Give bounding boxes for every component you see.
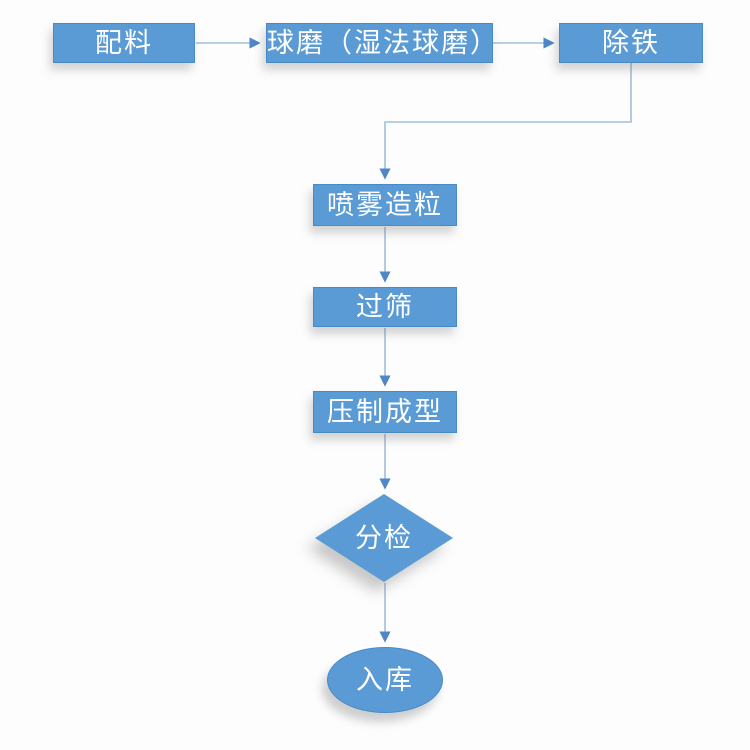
node-ball-milling: 球磨（湿法球磨）	[266, 23, 499, 63]
node-iron-removal: 除铁	[559, 23, 703, 63]
node-iron-removal-label: 除铁	[602, 27, 660, 58]
node-batching: 配料	[53, 23, 195, 63]
node-batching-label: 配料	[95, 27, 153, 58]
node-warehousing: 入库	[327, 647, 443, 713]
edge-iron-removal-to-spray-granulation	[379, 63, 632, 180]
node-sieving-label: 过筛	[356, 291, 414, 322]
node-spray-granulation-label: 喷雾造粒	[327, 189, 443, 220]
node-sorting: 分检	[315, 494, 453, 582]
node-ball-milling-label: 球磨（湿法球磨）	[267, 27, 499, 58]
node-sorting-label: 分检	[355, 522, 413, 553]
node-press-forming-label: 压制成型	[327, 396, 443, 427]
node-warehousing-label: 入库	[356, 664, 414, 695]
node-spray-granulation: 喷雾造粒	[313, 184, 457, 226]
node-press-forming: 压制成型	[313, 391, 457, 433]
node-sieving: 过筛	[313, 287, 457, 327]
